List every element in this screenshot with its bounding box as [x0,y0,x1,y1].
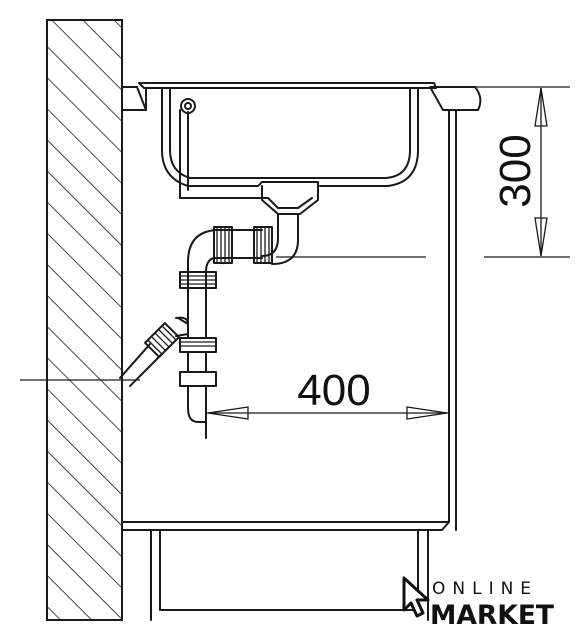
height-dimension: 300 [491,87,548,257]
sink-bowl [138,82,437,215]
extension-lines [20,86,570,381]
logo-line1: ONLINE [432,579,538,599]
cursor-arrow-icon [402,576,430,618]
width-dimension: 400 [206,366,449,420]
online-market-logo: ONLINE MARKET [402,576,555,631]
logo-line2: MARKET [430,600,555,631]
height-dimension-label: 300 [491,134,540,207]
siphon-trap [119,213,299,439]
countertop [121,86,482,111]
cabinet [121,109,457,621]
wall [46,19,123,621]
width-dimension-label: 400 [297,366,370,415]
